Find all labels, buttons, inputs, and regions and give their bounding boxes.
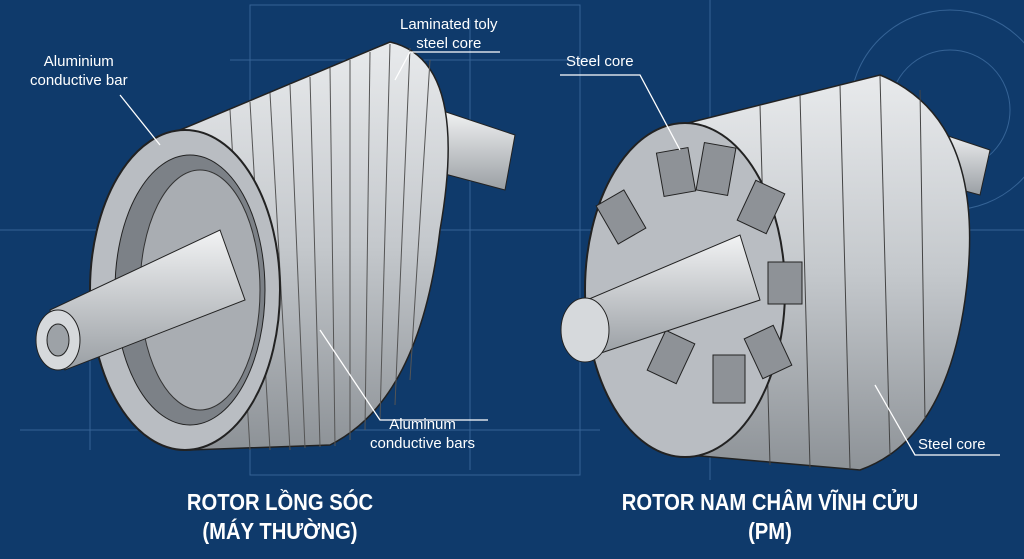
- leader-lines: [119, 51, 1000, 456]
- label-line: Aluminium: [43, 53, 114, 70]
- title-line: (PM): [748, 518, 792, 544]
- label-line: conductive bars: [370, 435, 476, 452]
- label-line: conductive bar: [30, 72, 128, 89]
- label-line: Laminated toly: [400, 16, 498, 33]
- label-aluminium-conductive-bar: Aluminium conductive bar: [30, 52, 128, 90]
- squirrel-cage-rotor: [35, 41, 516, 451]
- label-aluminum-conductive-bars: Aluminum conductive bars: [370, 415, 475, 453]
- pm-rotor: [560, 74, 991, 471]
- label-laminated-steel-core: Laminated toly steel core: [400, 15, 498, 53]
- label-steel-core-bottom: Steel core: [918, 436, 986, 453]
- title-pm-rotor: ROTOR NAM CHÂM VĨNH CỬU (PM): [585, 488, 955, 546]
- label-steel-core-top: Steel core: [566, 53, 634, 70]
- label-line: steel core: [416, 35, 482, 52]
- permanent-magnets: [595, 142, 803, 404]
- label-line: Aluminum: [389, 416, 456, 433]
- title-squirrel-cage-rotor: ROTOR LỒNG SÓC (MÁY THƯỜNG): [148, 488, 412, 546]
- title-line: ROTOR NAM CHÂM VĨNH CỬU: [621, 489, 919, 515]
- title-line: ROTOR LỒNG SÓC: [186, 489, 374, 515]
- title-line: (MÁY THƯỜNG): [202, 518, 358, 544]
